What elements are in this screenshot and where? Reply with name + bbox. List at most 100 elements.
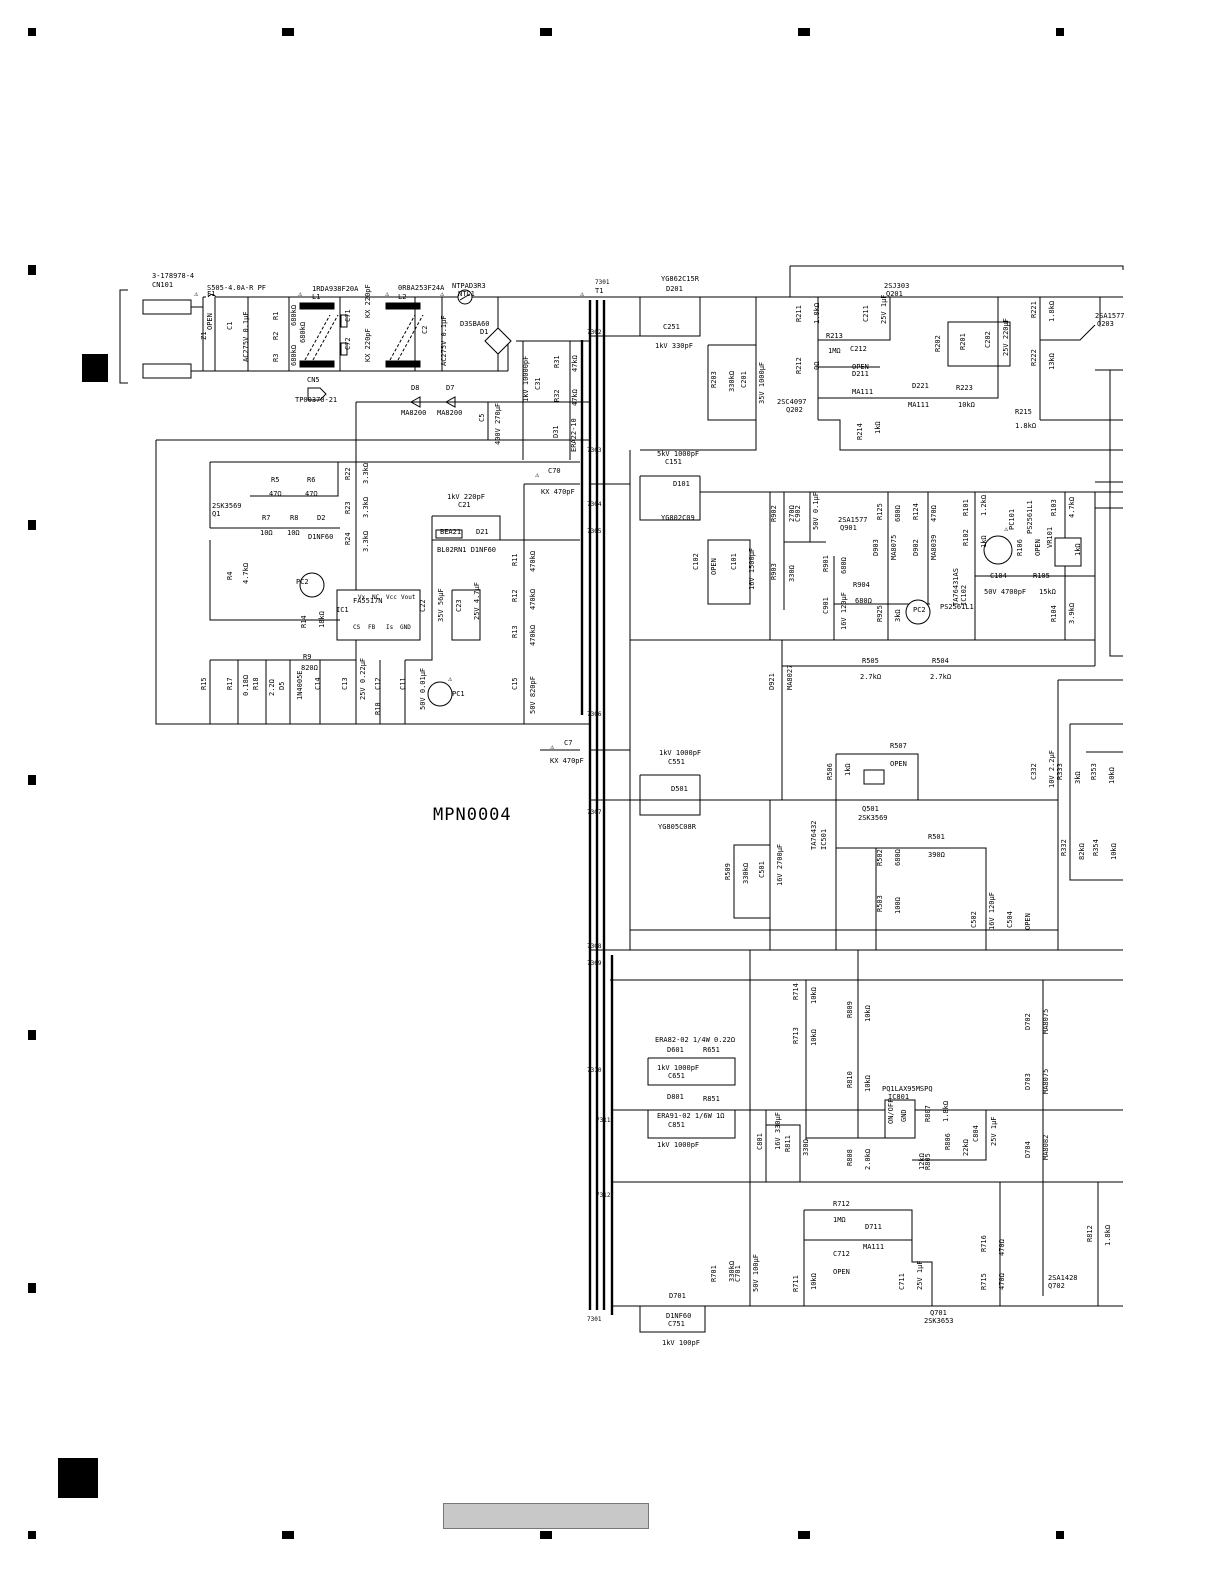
component-label: 25V 220μF bbox=[1002, 318, 1010, 356]
component-label: R12 bbox=[511, 589, 519, 602]
component-label: D2 bbox=[317, 514, 325, 522]
ic-pin-label: Vcc bbox=[386, 594, 397, 601]
component-label: R124 bbox=[912, 503, 920, 520]
component-label: KX 220pF bbox=[364, 284, 372, 318]
component-label: R504 bbox=[932, 657, 949, 665]
component-label: 50V 820pF bbox=[529, 676, 537, 714]
component-label: IC801 bbox=[888, 1093, 909, 1101]
registration-mark bbox=[28, 1283, 36, 1293]
component-label: D1NF60 bbox=[666, 1312, 691, 1320]
component-label: R18 bbox=[252, 677, 260, 690]
component-label: C102 bbox=[692, 553, 700, 570]
component-label: PC2 bbox=[913, 606, 926, 614]
component-label: Q702 bbox=[1048, 1282, 1065, 1290]
warning-icon: ⚠ bbox=[448, 675, 453, 683]
component-label: R806 bbox=[944, 1133, 952, 1150]
component-label: R221 bbox=[1030, 301, 1038, 318]
component-label: D1NF60 bbox=[308, 533, 333, 541]
component-label: R713 bbox=[792, 1027, 800, 1044]
transformer-tap-label: 7301 bbox=[587, 1316, 602, 1323]
component-label: 10kΩ bbox=[810, 987, 818, 1004]
component-label: D903 bbox=[872, 539, 880, 556]
transformer-tap-label: 7304 bbox=[587, 501, 602, 508]
component-label: OPEN bbox=[1024, 913, 1032, 930]
component-label: D711 bbox=[865, 1223, 882, 1231]
component-label: 1kV 220pF bbox=[447, 493, 485, 501]
component-label: R212 bbox=[795, 357, 803, 374]
component-label: MA111 bbox=[863, 1243, 884, 1251]
component-label: C851 bbox=[668, 1121, 685, 1129]
component-label: D21 bbox=[476, 528, 489, 536]
component-label: 0.18Ω bbox=[242, 675, 250, 696]
component-label: 1MΩ bbox=[828, 347, 841, 355]
component-label: ON/OFF bbox=[887, 1099, 895, 1124]
component-label: D601 bbox=[667, 1046, 684, 1054]
component-label: 2SA1428 bbox=[1048, 1274, 1078, 1282]
component-label: R925 bbox=[876, 605, 884, 622]
component-label: 22kΩ bbox=[962, 1139, 970, 1156]
component-label: D3SBA60 bbox=[460, 320, 490, 328]
component-label: C711 bbox=[898, 1273, 906, 1290]
component-label: ERA22-10 bbox=[570, 418, 578, 452]
component-label: R808 bbox=[846, 1149, 854, 1166]
transformer-tap-label: 7305 bbox=[587, 528, 602, 535]
component-label: C104 bbox=[990, 572, 1007, 580]
registration-mark bbox=[540, 28, 552, 36]
component-label: 10kΩ bbox=[958, 401, 975, 409]
component-label: R811 bbox=[784, 1135, 792, 1152]
component-label: R213 bbox=[826, 332, 843, 340]
component-label: D5 bbox=[278, 682, 286, 690]
component-label: C901 bbox=[822, 597, 830, 614]
component-label: 10kΩ bbox=[810, 1273, 818, 1290]
component-label: 1RDA938F20A bbox=[312, 285, 359, 293]
component-label: OPEN bbox=[833, 1268, 850, 1276]
component-label: 50V 0.1μF bbox=[812, 492, 820, 530]
footer-bar bbox=[443, 1503, 649, 1529]
component-label: 10kΩ bbox=[864, 1005, 872, 1022]
ic-pin-label: GND bbox=[400, 624, 411, 631]
ic-pin-label: Is bbox=[386, 624, 394, 631]
component-label: R851 bbox=[703, 1095, 720, 1103]
component-label: C751 bbox=[668, 1320, 685, 1328]
transformer-tap-labels: 7301730273037304730573067307730873097310… bbox=[587, 279, 611, 1323]
component-label: KX 220pF bbox=[364, 328, 372, 362]
component-label: R902 bbox=[770, 505, 778, 522]
component-label: 3kΩ bbox=[1074, 771, 1082, 784]
transformer-tap-label: 7306 bbox=[587, 711, 602, 718]
component-label: 1N4005E bbox=[296, 670, 304, 700]
component-label: R24 bbox=[344, 532, 352, 545]
component-label: R202 bbox=[934, 335, 942, 352]
component-label: D702 bbox=[1024, 1013, 1032, 1030]
component-label: 2SA1577 bbox=[1095, 312, 1125, 320]
component-label: CN101 bbox=[152, 281, 173, 289]
component-label: OPEN bbox=[890, 760, 907, 768]
component-label: IC1 bbox=[336, 606, 349, 614]
ic-pin-label: Vx bbox=[358, 594, 366, 601]
component-label: 15kΩ bbox=[1039, 588, 1056, 596]
component-label: NTC1 bbox=[458, 290, 475, 298]
component-label: PC1 bbox=[452, 690, 465, 698]
component-label: C15 bbox=[511, 677, 519, 690]
component-label: C101 bbox=[730, 553, 738, 570]
component-label: R506 bbox=[826, 763, 834, 780]
component-label: 13kΩ bbox=[1048, 353, 1056, 370]
component-label: 680Ω bbox=[894, 849, 902, 866]
component-label: C201 bbox=[740, 371, 748, 388]
component-label: 0Ω bbox=[813, 362, 821, 370]
component-label: 1.8kΩ bbox=[1104, 1225, 1112, 1246]
registration-mark bbox=[28, 775, 36, 785]
component-label: 2SK3653 bbox=[924, 1317, 954, 1325]
component-label: 470kΩ bbox=[529, 551, 537, 572]
warning-icon: ⚠ bbox=[580, 290, 585, 298]
component-label: 1kV 330pF bbox=[655, 342, 693, 350]
component-label: R501 bbox=[928, 833, 945, 841]
component-label: 2SA1577 bbox=[838, 516, 868, 524]
component-label: 470Ω bbox=[998, 1239, 1006, 1256]
component-label: 47Ω bbox=[269, 490, 282, 498]
warning-icon: ⚠ bbox=[298, 290, 303, 298]
component-label: MA111 bbox=[908, 401, 929, 409]
component-label: R101 bbox=[962, 499, 970, 516]
component-label: PC101 bbox=[1008, 509, 1016, 530]
